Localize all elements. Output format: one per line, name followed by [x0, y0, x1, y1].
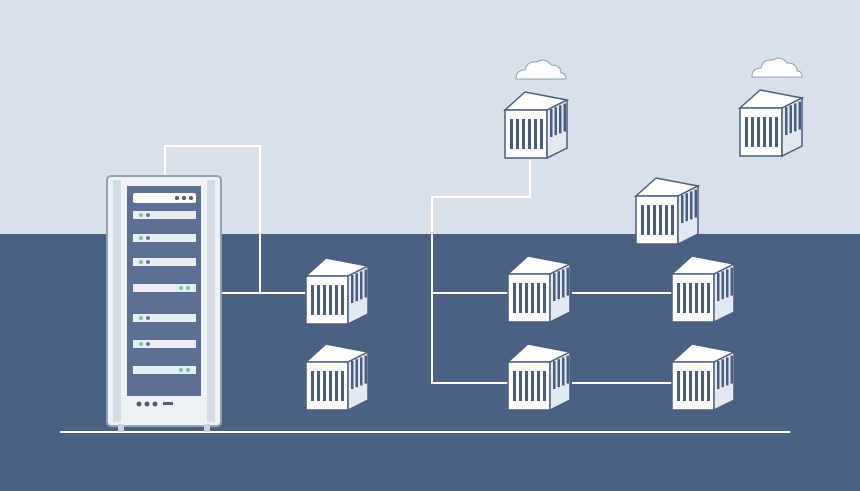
cloud-link-line: [431, 160, 531, 384]
cloud-icon: [751, 57, 803, 78]
cloud-icon: [515, 59, 567, 80]
server-cube-icon: [670, 343, 737, 412]
server-cube-icon: [738, 89, 805, 158]
server-cube-icon: [506, 343, 573, 412]
server-cube-icon: [506, 255, 573, 324]
server-cube-icon: [304, 343, 371, 412]
server-cube-icon: [634, 177, 701, 246]
server-rack-icon: [106, 175, 222, 432]
server-cube-icon: [304, 257, 371, 326]
server-cube-icon: [503, 91, 570, 160]
connection-lines: [164, 145, 676, 384]
server-cube-icon: [670, 255, 737, 324]
server-nodes: [304, 89, 805, 412]
